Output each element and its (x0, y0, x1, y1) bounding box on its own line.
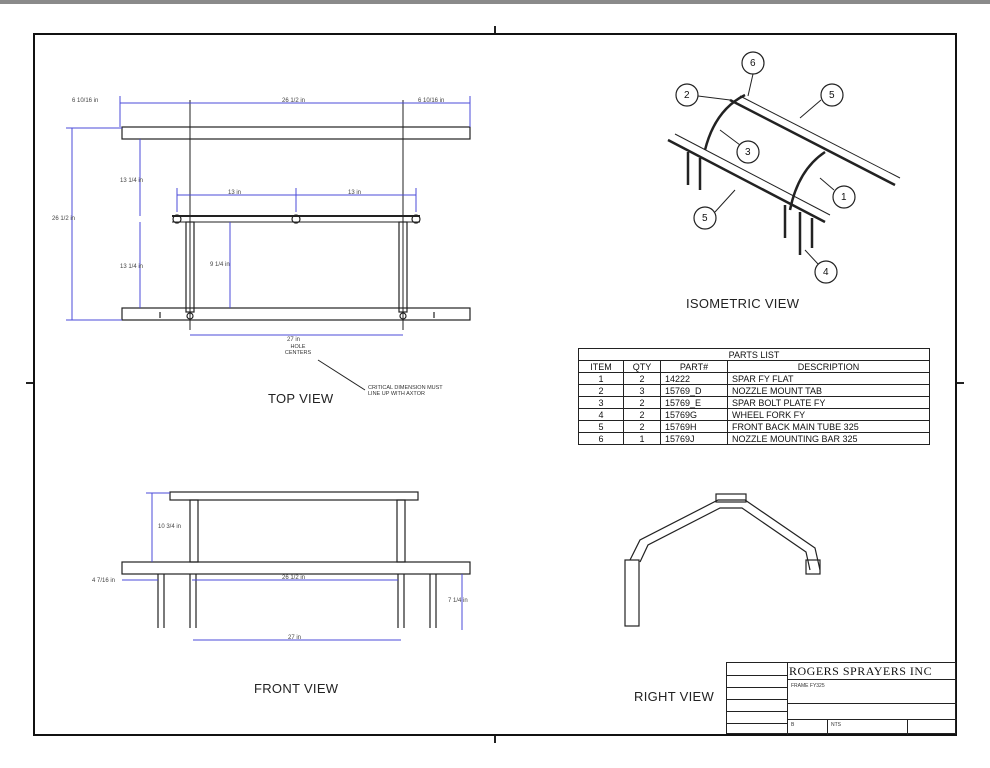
balloon-label: 5 (829, 90, 835, 101)
dim-top-span: 26 1/2 in (282, 98, 306, 104)
top-view-geometry (121, 100, 471, 330)
cell-item: 3 (578, 396, 624, 409)
note-critical-dimension: CRITICAL DIMENSION MUST LINE UP WITH AXT… (368, 385, 443, 397)
cell-qty: 2 (623, 420, 661, 433)
dim-overall-height: 26 1/2 in (52, 216, 76, 222)
top-spar-tube (121, 126, 471, 140)
note-hole-centers: HOLE CENTERS (284, 344, 312, 356)
dim-front-leg: 7 1/4 in (448, 598, 468, 604)
table-row: 5 2 15769H FRONT BACK MAIN TUBE 325 (578, 420, 930, 433)
balloon-label: 6 (750, 58, 756, 69)
right-view-geometry (624, 493, 821, 627)
dim-lower-gap: 13 1/4 in (120, 264, 144, 270)
dim-front-centers: 27 in (288, 635, 302, 641)
dim-front-left: 4 7/16 in (92, 578, 116, 584)
drawing-size: B (791, 722, 795, 728)
cell-description: SPAR FY FLAT (727, 372, 930, 385)
cell-description: SPAR BOLT PLATE FY (727, 396, 930, 409)
drawing-title: FRAME FY325 (791, 683, 825, 689)
cell-description: NOZZLE MOUNT TAB (727, 384, 930, 397)
window-top-bar (0, 0, 990, 4)
header-description: DESCRIPTION (727, 360, 930, 373)
header-qty: QTY (623, 360, 661, 373)
balloon-label: 3 (745, 147, 751, 158)
table-row: 6 1 15769J NOZZLE MOUNTING BAR 325 (578, 432, 930, 445)
dim-bolt-left: 13 in (228, 190, 242, 196)
cell-qty: 1 (623, 432, 661, 445)
dim-front-span: 26 1/2 in (282, 575, 306, 581)
cell-item: 6 (578, 432, 624, 445)
isometric-view-label: ISOMETRIC VIEW (686, 296, 800, 311)
header-part: PART# (660, 360, 728, 373)
company-name: ROGERS SPRAYERS INC (789, 664, 933, 678)
cell-part: 15769G (660, 408, 728, 421)
cell-part: 15769J (660, 432, 728, 445)
cell-qty: 3 (623, 384, 661, 397)
cell-part: 14222 (660, 372, 728, 385)
cell-item: 4 (578, 408, 624, 421)
cell-description: FRONT BACK MAIN TUBE 325 (727, 420, 930, 433)
front-view-dimensions (122, 492, 463, 641)
dim-upper-gap: 13 1/4 in (120, 178, 144, 184)
cell-qty: 2 (623, 396, 661, 409)
isometric-view-geometry (667, 93, 901, 255)
dim-bolt-right: 13 in (348, 190, 362, 196)
top-view-dimensions (66, 96, 471, 336)
parts-list-header-row: ITEM QTY PART# DESCRIPTION (578, 360, 930, 373)
title-block: ROGERS SPRAYERS INC FRAME FY325 B NTS (726, 662, 957, 735)
right-view-label: RIGHT VIEW (634, 689, 715, 704)
cell-qty: 2 (623, 372, 661, 385)
drawing-sheet-border (33, 33, 957, 736)
cell-part: 15769_D (660, 384, 728, 397)
isometric-leaders (697, 73, 835, 265)
isometric-balloons (675, 51, 856, 284)
front-view-label: FRONT VIEW (254, 681, 339, 696)
parts-list-title: PARTS LIST (578, 348, 930, 361)
header-item: ITEM (578, 360, 624, 373)
drawing-scale: NTS (831, 722, 841, 728)
balloon-label: 2 (684, 90, 690, 101)
balloon-label: 1 (841, 192, 847, 203)
bottom-spar-tube (121, 307, 471, 321)
front-view-geometry (121, 491, 471, 628)
sheet-center-ticks (26, 26, 964, 743)
cell-description: NOZZLE MOUNTING BAR 325 (727, 432, 930, 445)
cell-part: 15769H (660, 420, 728, 433)
parts-list-table: PARTS LIST ITEM QTY PART# DESCRIPTION 1 … (578, 348, 930, 445)
table-row: 2 3 15769_D NOZZLE MOUNT TAB (578, 384, 930, 397)
dim-top-left-offset: 6 10/16 in (72, 98, 99, 104)
dim-front-height: 10 3/4 in (158, 524, 182, 530)
cell-part: 15769_E (660, 396, 728, 409)
cell-item: 5 (578, 420, 624, 433)
balloon-label: 4 (823, 267, 829, 278)
cell-item: 1 (578, 372, 624, 385)
balloon-label: 5 (702, 213, 708, 224)
top-view-label: TOP VIEW (268, 391, 334, 406)
dim-top-right-offset: 6 10/16 in (418, 98, 445, 104)
dim-inner-height: 9 1/4 in (210, 262, 230, 268)
cell-item: 2 (578, 384, 624, 397)
cell-qty: 2 (623, 408, 661, 421)
table-row: 1 2 14222 SPAR FY FLAT (578, 372, 930, 385)
dim-hole-centers: 27 in (287, 337, 301, 343)
cell-description: WHEEL FORK FY (727, 408, 930, 421)
table-row: 4 2 15769G WHEEL FORK FY (578, 408, 930, 421)
table-row: 3 2 15769_E SPAR BOLT PLATE FY (578, 396, 930, 409)
top-view-leader (317, 359, 366, 391)
